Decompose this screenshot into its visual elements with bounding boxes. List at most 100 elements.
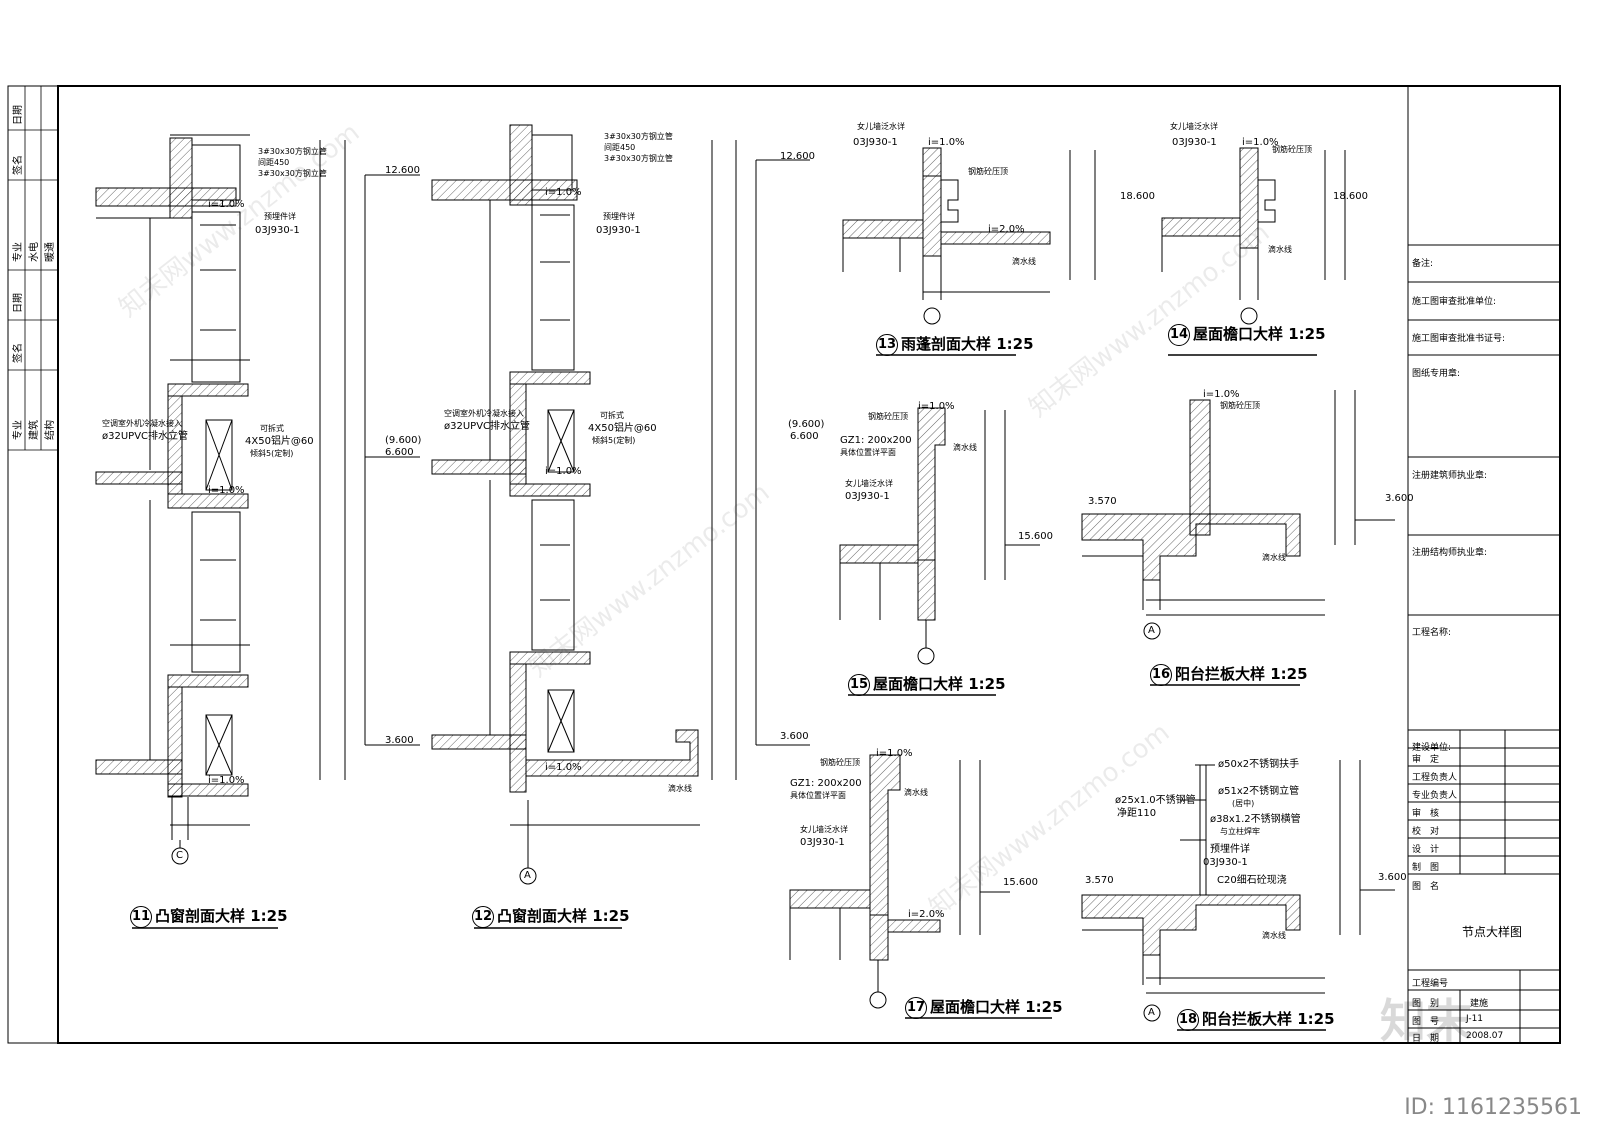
tb-drawing-label: 图 名 xyxy=(1412,882,1440,892)
id-label: ID: 1161235561 xyxy=(1404,1095,1582,1120)
tb-architect-seal: 注册建筑师执业章: xyxy=(1412,471,1488,481)
note-embed: 预埋件详 xyxy=(264,212,296,221)
note-ref: 03J930-1 xyxy=(800,837,845,848)
elevation: 15.600 xyxy=(1003,877,1038,888)
note-spacing: 间距450 xyxy=(604,143,636,152)
axis-label: A xyxy=(524,870,531,881)
slope-label: i=1.0% xyxy=(208,485,245,496)
tb-project-no: 工程编号 xyxy=(1412,979,1449,989)
tb-role: 审 核 xyxy=(1412,809,1440,819)
note-pipe-2: ø32UPVC排水立管 xyxy=(102,431,189,442)
strip-label: 水电 xyxy=(29,242,40,262)
note-cap: 钢筋砼压顶 xyxy=(868,412,908,421)
drip-line-label: 滴水线 xyxy=(1268,245,1292,254)
tb-date-label: 日 期 xyxy=(1412,1034,1440,1044)
tb-drawing-name: 节点大样图 xyxy=(1462,925,1523,939)
note-c20: C20细石砼现浇 xyxy=(1217,875,1287,886)
tb-structural-seal: 注册结构师执业章: xyxy=(1412,548,1488,558)
tb-stage-label: 图 别 xyxy=(1412,999,1440,1009)
note-louver: 可拆式 xyxy=(260,424,284,433)
elevation: 12.600 xyxy=(780,151,815,162)
strip-label: 建筑 xyxy=(29,420,40,440)
note-pipe: 空调室外机冷凝水接入 xyxy=(102,419,182,428)
slope-label: i=1.0% xyxy=(545,187,582,198)
slope-label: i=1.0% xyxy=(208,775,245,786)
note-spacing: 间距450 xyxy=(258,158,290,167)
tb-seal: 图纸专用章: xyxy=(1412,369,1461,379)
drip-line-label: 滴水线 xyxy=(904,788,928,797)
note-bar-1: 3#30x30方钢立管 xyxy=(258,147,327,156)
slope-label: i=2.0% xyxy=(908,909,945,920)
elevation: 18.600 xyxy=(1333,191,1368,202)
elevation: 12.600 xyxy=(385,165,420,176)
note-bar-1: 3#30x30方钢立管 xyxy=(604,132,673,141)
note-rail-6: ø25x1.0不锈钢管 xyxy=(1115,795,1196,806)
note-bar-2: 3#30x30方钢立管 xyxy=(604,154,673,163)
drip-line-label: 滴水线 xyxy=(1262,931,1286,940)
axis-label: A xyxy=(1148,1007,1155,1018)
note-rail-5: 与立柱焊牢 xyxy=(1220,827,1260,836)
tb-remarks: 备注: xyxy=(1412,259,1434,269)
note-embed: 预埋件详 xyxy=(603,212,635,221)
elevation: 3.600 xyxy=(1378,872,1407,883)
slope-label: i=1.0% xyxy=(545,762,582,773)
strip-label: 签名 xyxy=(13,155,24,175)
note-cap: 钢筋砼压顶 xyxy=(820,758,860,767)
tb-role: 制 图 xyxy=(1412,863,1440,873)
elevation: 6.600 xyxy=(385,447,414,458)
tb-role: 专业负责人 xyxy=(1412,791,1458,801)
note-rail-7: 净距110 xyxy=(1117,808,1157,819)
note-rail-2: ø51x2不锈钢立管 xyxy=(1218,786,1300,797)
elevation: 3.570 xyxy=(1088,496,1117,507)
elevation: 15.600 xyxy=(1018,531,1053,542)
note-ref: 03J930-1 xyxy=(845,491,890,502)
note-embed: 预埋件详 xyxy=(1210,844,1250,855)
note-cap: 钢筋砼压顶 xyxy=(1220,401,1260,410)
note-louver-3: 倾斜5(定制) xyxy=(592,436,636,445)
strip-label: 暖通 xyxy=(45,242,56,262)
tb-review-cert: 施工图审查批准书证号: xyxy=(1412,334,1506,344)
tb-stage: 建施 xyxy=(1470,999,1489,1009)
strip-label: 专业 xyxy=(13,242,24,262)
note-rail-3: (居中) xyxy=(1232,799,1255,808)
note-gz: GZ1: 200x200 xyxy=(840,435,912,446)
tb-sheet: J-11 xyxy=(1466,1014,1484,1024)
note-gz-2: 具体位置详平面 xyxy=(840,448,896,457)
elevation: 3.600 xyxy=(385,735,414,746)
logo: 知末 xyxy=(1380,994,1472,1048)
drip-line-label: 滴水线 xyxy=(953,443,977,452)
note-cap: 钢筋砼压顶 xyxy=(968,167,1008,176)
axis-label: A xyxy=(1148,625,1155,636)
note-ref: 03J930-1 xyxy=(596,225,641,236)
note-ref: 03J930-1 xyxy=(1203,857,1248,868)
note-bar-2: 3#30x30方钢立管 xyxy=(258,169,327,178)
note-louver-2: 4X50铝片@60 xyxy=(245,436,314,447)
elevation: (9.600) xyxy=(385,435,422,446)
slope-label: i=1.0% xyxy=(918,401,955,412)
tb-role: 校 对 xyxy=(1412,827,1440,837)
slope-label: i=2.0% xyxy=(988,224,1025,235)
note-ref: 03J930-1 xyxy=(1172,137,1217,148)
slope-label: i=1.0% xyxy=(876,748,913,759)
elevation: 18.600 xyxy=(1120,191,1155,202)
slope-label: i=1.0% xyxy=(208,199,245,210)
note-cap: 钢筋砼压顶 xyxy=(1272,145,1312,154)
strip-label: 签名 xyxy=(13,343,24,363)
tb-role: 工程负责人 xyxy=(1412,773,1458,783)
note-gz-2: 具体位置详平面 xyxy=(790,791,846,800)
note-louver-3: 倾斜5(定制) xyxy=(250,449,294,458)
note-louver-2: 4X50铝片@60 xyxy=(588,423,657,434)
note-gz: GZ1: 200x200 xyxy=(790,778,862,789)
elevation: 3.600 xyxy=(780,731,809,742)
note-rail-4: ø38x1.2不锈钢横管 xyxy=(1210,814,1301,825)
note-ref: 03J930-1 xyxy=(255,225,300,236)
tb-sheet-label: 图 号 xyxy=(1412,1017,1440,1027)
